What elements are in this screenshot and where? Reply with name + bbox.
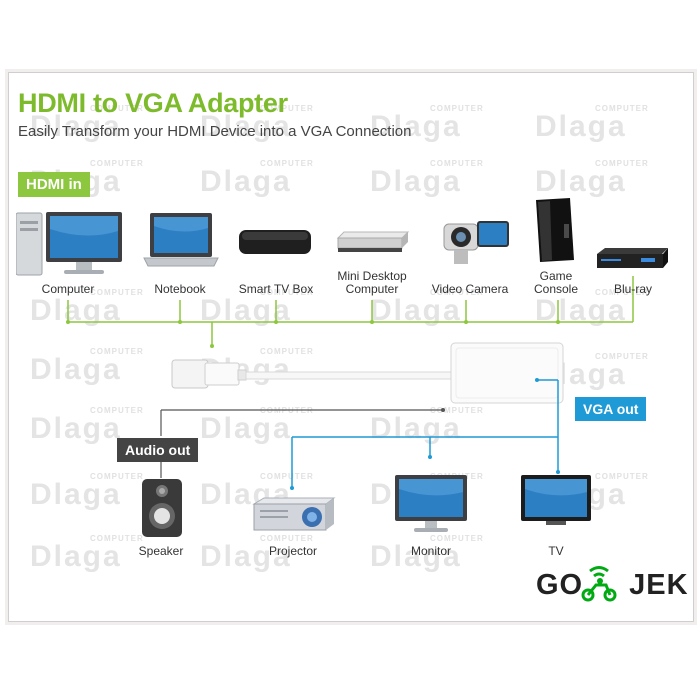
hdmi-in-tag: HDMI in [18,172,90,197]
audio-wire [160,409,443,478]
vga-wire [291,379,559,488]
hdmi-source-bus [67,276,634,346]
source-label-bluray: Blu-ray [613,282,653,296]
tv-icon [521,475,591,525]
page-title: HDMI to VGA Adapter [18,88,288,118]
video-camera-icon [443,221,509,264]
page-subtitle: Easily Transform your HDMI Device into a… [18,123,412,140]
projector-icon [252,497,336,531]
source-label-computer: Computer [41,282,95,296]
monitor-icon [395,475,467,532]
output-label-tv: TV [548,544,564,558]
notebook-icon [143,213,219,267]
hdmi-cable [171,359,457,389]
output-label-monitor: Monitor [410,544,452,558]
speaker-icon [142,479,182,537]
source-label-mini-desktop: Mini Desktop Computer [337,269,407,296]
bluray-player-icon [597,248,668,268]
vga-out-tag: VGA out [575,397,647,421]
output-label-speaker: Speaker [138,544,184,558]
scooter-icon [581,566,617,602]
audio-out-tag: Audio out [117,438,199,462]
smart-tv-box-icon [239,230,311,254]
source-label-game-console: Game Console [533,269,579,296]
game-console-icon [536,198,574,262]
computer-icon [16,212,122,276]
output-label-projector: Projector [268,544,318,558]
infographic-frame [8,72,694,622]
source-label-notebook: Notebook [154,282,206,296]
mini-desktop-icon [336,231,410,252]
vga-adapter [450,342,564,404]
source-label-smart-tv-box: Smart TV Box [238,282,314,296]
source-label-video-camera: Video Camera [431,282,509,296]
